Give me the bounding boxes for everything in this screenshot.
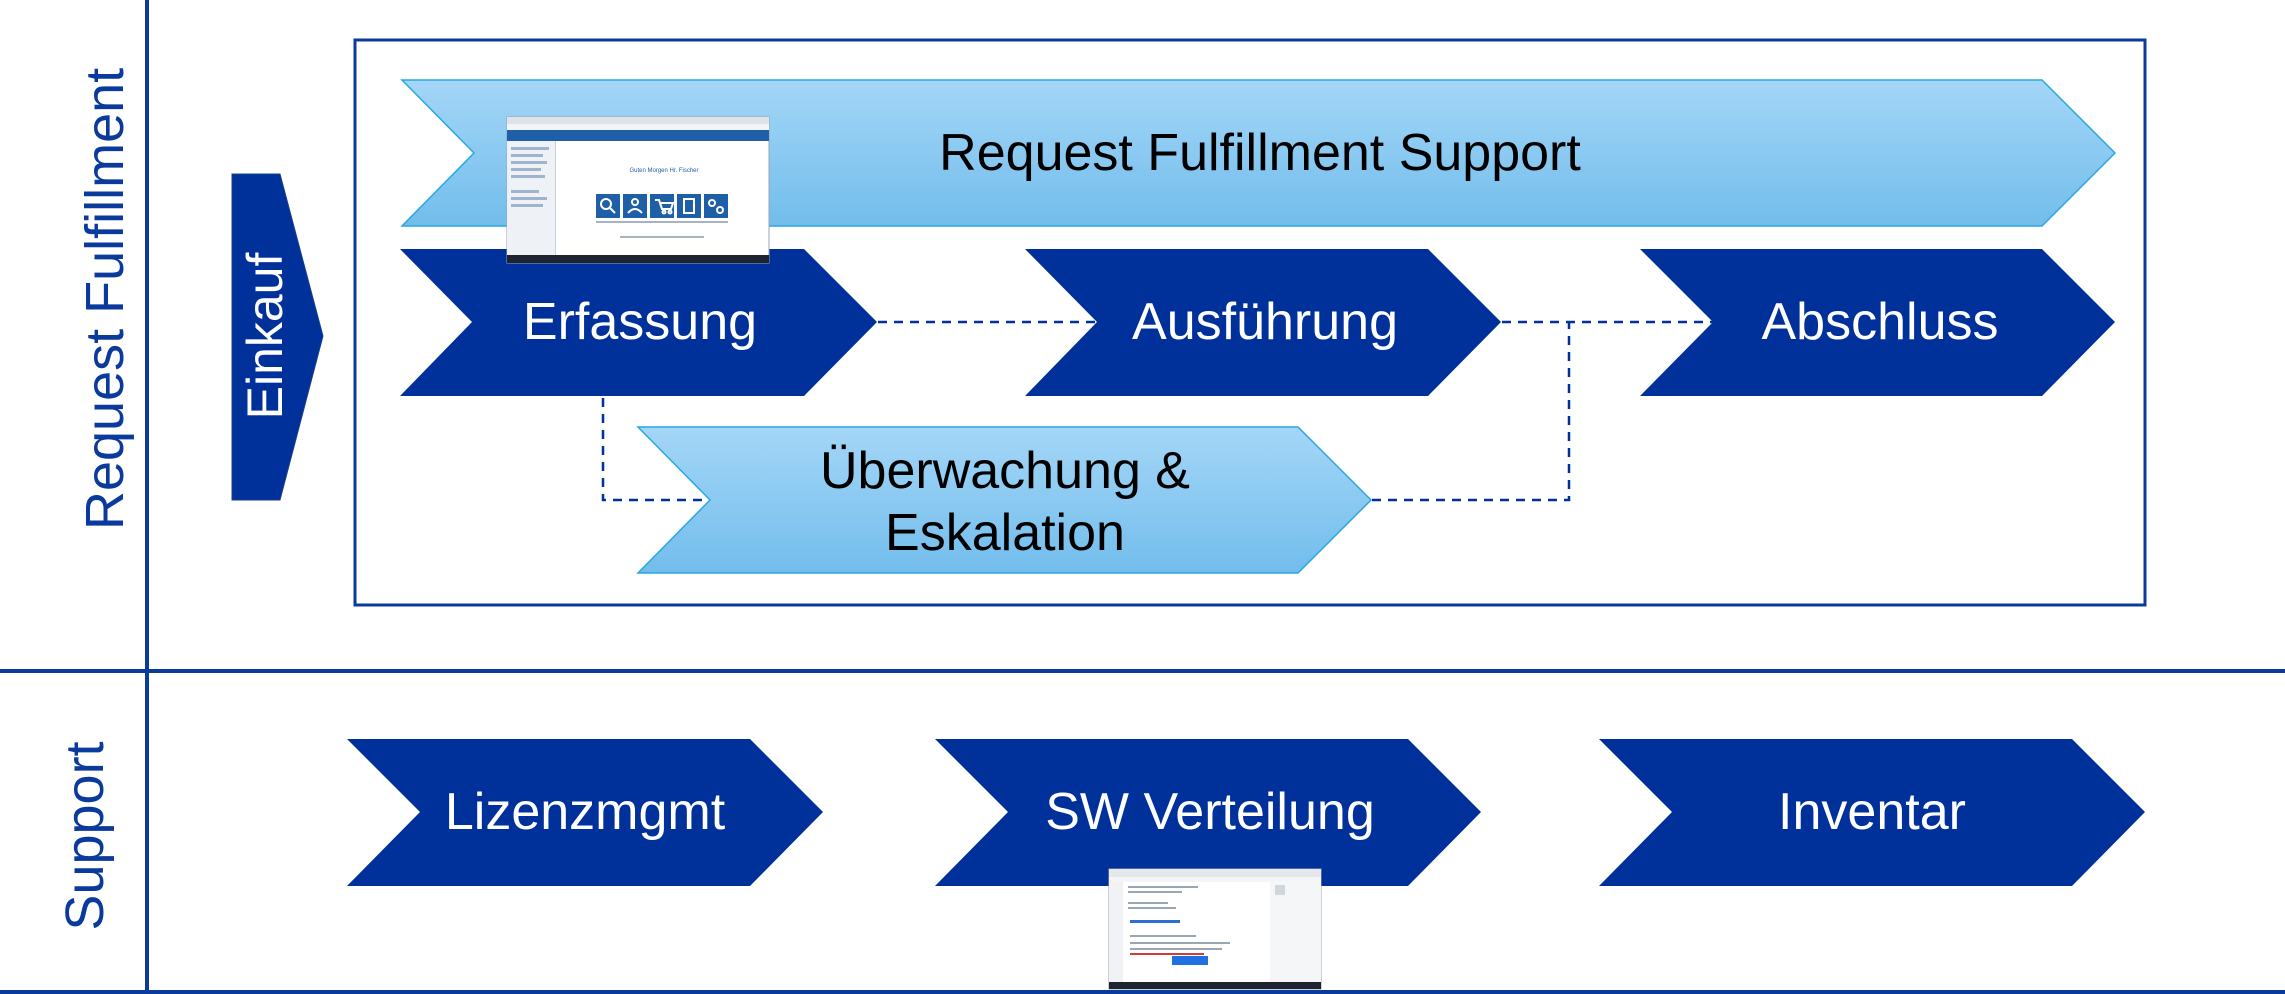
- abschluss-chevron: [1640, 249, 2115, 396]
- einkauf-label: Einkauf: [237, 252, 293, 420]
- erfassung-chevron: [400, 249, 877, 396]
- verteilung-label: SW Verteilung: [1045, 783, 1375, 841]
- flow-connectors: [601, 320, 1714, 502]
- inventar-label: Inventar: [1778, 783, 1966, 841]
- erfassung-label: Erfassung: [522, 293, 758, 351]
- portal-greeting: Guten Morgen Hr. Fischer: [629, 168, 698, 174]
- ueberwachung-label-line1: Überwachung &: [820, 442, 1190, 500]
- ueberwachung-chevron: [636, 426, 1373, 574]
- support-banner-shape: [400, 79, 2117, 227]
- ausfuehrung-label: Ausführung: [1132, 293, 1398, 351]
- abschluss-label: Abschluss: [1761, 293, 1999, 351]
- email-screenshot-thumbnail: [1108, 868, 1322, 990]
- ueberwachung-label: Überwachung & Eskalation: [700, 440, 1310, 564]
- lane-label-support: Support: [55, 741, 115, 931]
- lizenz-label: Lizenzmgmt: [444, 783, 726, 841]
- ueberwachung-label-line2: Eskalation: [885, 504, 1125, 562]
- lizenz-chevron: [347, 739, 823, 886]
- verteilung-chevron: [935, 739, 1481, 886]
- ausfuehrung-chevron: [1025, 249, 1501, 396]
- inventar-chevron: [1599, 739, 2145, 886]
- einkauf-shape: [231, 173, 324, 501]
- support-banner-label: Request Fulfillment Support: [939, 124, 1581, 182]
- portal-screenshot-thumbnail: Guten Morgen Hr. Fischer: [506, 116, 770, 264]
- lane-label-request-fulfillment: Request Fulfillment: [75, 67, 135, 530]
